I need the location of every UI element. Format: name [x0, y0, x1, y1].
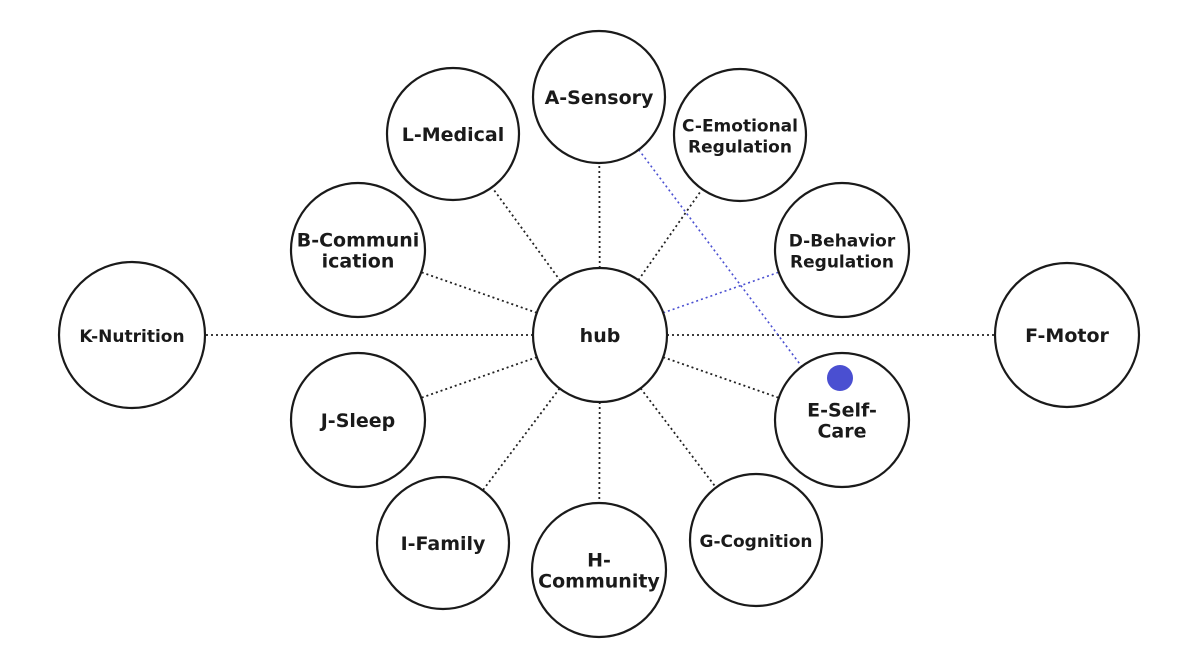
- node-circle: [672, 67, 808, 203]
- node-label: L-Medical: [402, 124, 505, 146]
- node-label: G-Cognition: [700, 532, 813, 552]
- edge-a-e: [638, 149, 803, 367]
- node-label: hub: [580, 325, 621, 347]
- node-circle: [773, 351, 911, 489]
- node-a[interactable]: A-Sensory: [531, 29, 667, 165]
- node-label: E-Self-: [807, 400, 877, 422]
- edge-hub-l: [491, 186, 562, 282]
- markers-layer: [827, 365, 853, 391]
- node-label: A-Sensory: [545, 87, 654, 109]
- node-label: D-Behavior: [789, 232, 896, 252]
- node-label: Regulation: [688, 138, 792, 158]
- node-label: H-: [587, 550, 611, 572]
- node-e[interactable]: E-Self-Care: [773, 351, 911, 489]
- node-j[interactable]: J-Sleep: [289, 351, 427, 489]
- edge-hub-i: [482, 387, 561, 491]
- node-f[interactable]: F-Motor: [993, 261, 1141, 409]
- node-circle: [289, 181, 427, 319]
- node-label: C-Emotional: [682, 117, 798, 137]
- node-circle: [530, 501, 668, 639]
- node-label: Community: [538, 571, 660, 593]
- node-circle: [375, 475, 511, 611]
- node-circle: [531, 29, 667, 165]
- node-label: Regulation: [790, 253, 894, 273]
- node-k[interactable]: K-Nutrition: [57, 260, 207, 410]
- node-circle: [773, 181, 911, 319]
- nodes-layer: hubA-SensoryB-CommuniicationC-EmotionalR…: [57, 29, 1141, 639]
- edge-hub-b: [420, 271, 538, 314]
- filled-dot-icon[interactable]: [827, 365, 853, 391]
- node-l[interactable]: L-Medical: [385, 66, 521, 202]
- node-label: Care: [817, 421, 866, 443]
- edge-hub-j: [420, 356, 538, 399]
- node-label: J-Sleep: [319, 410, 396, 432]
- node-circle: [688, 472, 824, 608]
- node-label: B-Communi: [297, 230, 420, 252]
- node-circle: [385, 66, 521, 202]
- edge-hub-d: [662, 271, 780, 314]
- edges-layer: [205, 149, 995, 504]
- node-circle: [289, 351, 427, 489]
- edge-hub-c: [637, 188, 703, 281]
- node-label: F-Motor: [1025, 325, 1109, 347]
- node-circle: [57, 260, 207, 410]
- node-label: I-Family: [401, 533, 486, 555]
- node-i[interactable]: I-Family: [375, 475, 511, 611]
- node-h[interactable]: H-Community: [530, 501, 668, 639]
- edge-hub-e: [662, 356, 780, 399]
- edge-hub-g: [639, 387, 717, 489]
- node-label: ication: [322, 251, 395, 273]
- node-g[interactable]: G-Cognition: [688, 472, 824, 608]
- node-circle: [993, 261, 1141, 409]
- node-label: K-Nutrition: [79, 327, 184, 347]
- node-hub[interactable]: hub: [531, 266, 669, 404]
- node-circle: [531, 266, 669, 404]
